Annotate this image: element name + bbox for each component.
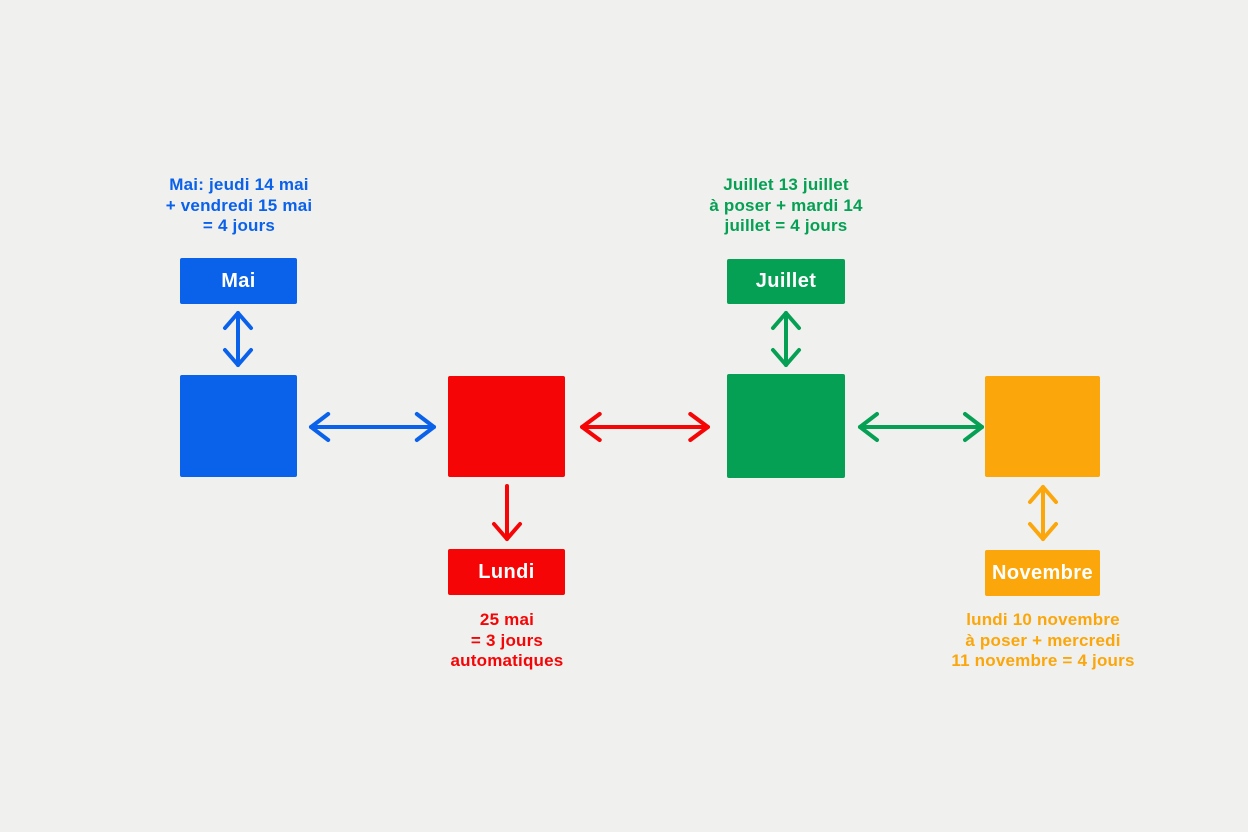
juillet-annotation: Juillet 13 juillet à poser + mardi 14 ju… (686, 175, 886, 237)
juillet-label-box: Juillet (727, 259, 845, 304)
novembre-big-box (985, 376, 1100, 477)
annotation-line: 11 novembre = 4 jours (951, 651, 1135, 670)
orange-vertical-double-arrow-icon (1021, 483, 1065, 543)
green-vertical-double-arrow-icon (764, 309, 808, 369)
annotation-line: lundi 10 novembre (966, 610, 1120, 629)
novembre-annotation: lundi 10 novembre à poser + mercredi 11 … (923, 610, 1163, 672)
mai-label-box: Mai (180, 258, 297, 304)
red-down-arrow-icon (485, 483, 529, 543)
annotation-line: juillet = 4 jours (724, 216, 848, 235)
green-horizontal-double-arrow-icon (856, 405, 986, 449)
lundi-annotation: 25 mai = 3 jours automatiques (407, 610, 607, 672)
mai-label: Mai (221, 269, 256, 292)
annotation-line: à poser + mardi 14 (709, 195, 863, 215)
annotation-line: 25 mai (479, 610, 535, 629)
annotation-line: = 3 jours (470, 630, 544, 650)
annotation-line: Juillet 13 juillet (723, 175, 849, 194)
annotation-line: automatiques (450, 651, 564, 670)
novembre-label: Novembre (991, 561, 1093, 584)
lundi-label: Lundi (478, 560, 535, 583)
juillet-big-box (727, 374, 845, 478)
mai-big-box (180, 375, 297, 477)
lundi-label-box: Lundi (448, 549, 565, 595)
annotation-line: = 4 jours (202, 216, 276, 235)
annotation-line: Mai: jeudi 14 mai (169, 175, 309, 194)
blue-horizontal-double-arrow-icon (307, 405, 438, 449)
juillet-label: Juillet (755, 270, 817, 292)
annotation-line: à poser + mercredi (965, 630, 1121, 650)
annotation-line: + vendredi 15 mai (165, 195, 313, 215)
blue-vertical-double-arrow-icon (216, 309, 260, 369)
novembre-label-box: Novembre (985, 550, 1100, 596)
mai-annotation: Mai: jeudi 14 mai + vendredi 15 mai = 4 … (139, 175, 339, 237)
lundi-big-box (448, 376, 565, 477)
red-horizontal-double-arrow-icon (578, 405, 712, 449)
